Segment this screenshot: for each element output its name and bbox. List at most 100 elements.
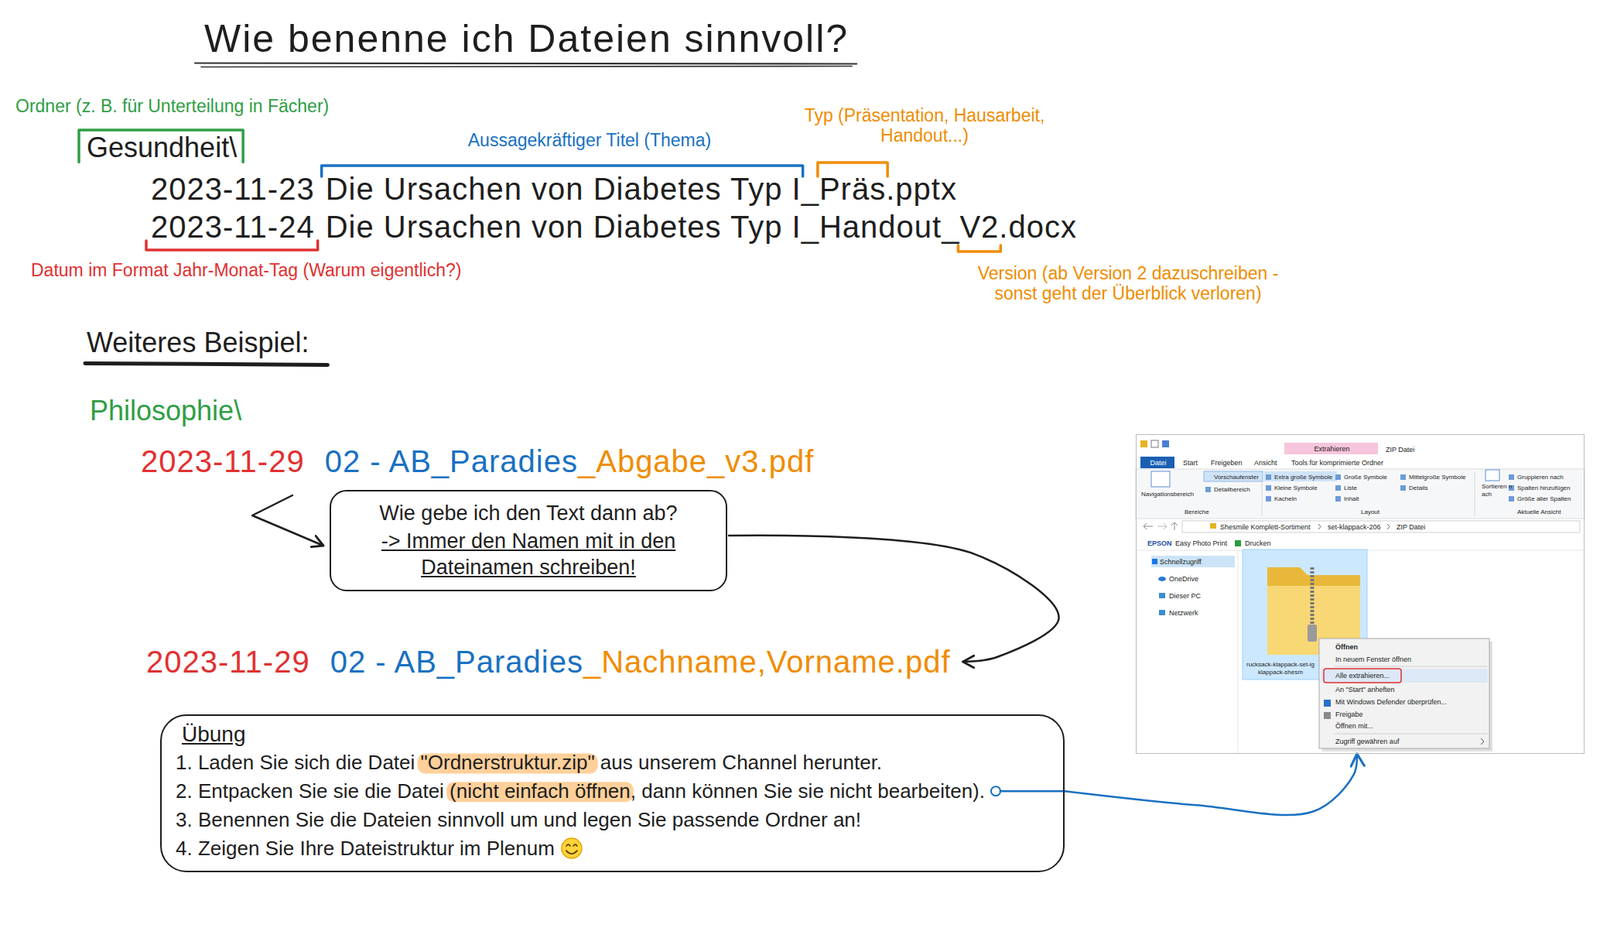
screenshot-text: Freigeben <box>1210 458 1243 468</box>
diagram-title: Wie benenne ich Dateien sinnvoll? <box>204 17 849 62</box>
screenshot-text: Datei <box>1141 458 1176 468</box>
screenshot-text: Extrahieren <box>1285 444 1379 454</box>
screenshot-text: Extra große Symbole <box>1274 473 1333 482</box>
screenshot-text: EPSON <box>1147 539 1173 548</box>
screenshot-text: Tools für komprimierte Ordner <box>1291 458 1384 468</box>
exercise-step: 3. Benennen Sie die Dateien sinnvoll um … <box>175 805 1050 835</box>
screenshot-panel: ExtrahierenZIP DateiDateiStartFreigebenA… <box>1135 434 1585 754</box>
connector-lead <box>1000 789 1065 793</box>
date-note: Datum im Format Jahr-Monat-Tag (Warum ei… <box>30 259 462 281</box>
folder-name: Philosophie\ <box>89 394 242 427</box>
pointer-arrow <box>252 495 324 546</box>
filename-part: 2023-11-23 <box>150 171 315 206</box>
exercise-step: 2. Entpacken Sie sie die Datei (nicht ei… <box>175 776 1050 806</box>
screenshot-text: Zugriff gewähren auf <box>1335 737 1399 746</box>
smiley-mouth <box>566 850 578 854</box>
menu-shadow <box>1322 641 1493 752</box>
filename-row: 2023-11-23Die Ursachen von Diabetes Typ … <box>150 171 958 206</box>
callout-question: Wie gebe ich den Text dann ab? <box>343 500 714 527</box>
screenshot-background <box>1135 434 1585 754</box>
callout-box: Wie gebe ich den Text dann ab?-> Immer d… <box>329 489 728 592</box>
filename-part: 2023-11-29 <box>140 444 305 479</box>
screenshot-text: Drucken <box>1244 539 1272 548</box>
filename-part: .docx <box>998 209 1077 244</box>
filename-part: V2 <box>959 209 999 244</box>
filename-row: 2023-11-29 02 - AB_Paradies_Abgabe_v3.pdf <box>140 444 814 479</box>
screenshot-text: Bereiche <box>1184 508 1210 517</box>
ribbon-highlight <box>1264 471 1337 482</box>
title-note: Aussagekräftiger Titel (Thema) <box>468 129 712 151</box>
screenshot-text: Kacheln <box>1274 495 1297 503</box>
screenshot-text: OneDrive <box>1169 574 1199 584</box>
type-note: Typ (Präsentation, Hausarbeit, Handout..… <box>777 105 1072 147</box>
screenshot-art <box>1135 434 1585 754</box>
screenshot-text: Netzwerk <box>1169 608 1199 618</box>
filename-part: Die Ursachen von Diabetes Typ I <box>325 209 802 244</box>
screenshot-text: An "Start" anheften <box>1335 685 1395 695</box>
screenshot-text: ZIP Datei <box>1396 523 1426 532</box>
heading-underline <box>85 362 328 365</box>
screenshot-text: Kleine Symbole <box>1274 484 1318 493</box>
breadcrumb-chevron <box>1387 523 1390 530</box>
filename-part: _ <box>801 171 820 206</box>
ribbon-icon <box>1335 485 1341 491</box>
file-tab <box>1140 456 1175 469</box>
ribbon <box>1135 468 1585 519</box>
version-note: Version (ab Version 2 dazuschreiben - so… <box>969 263 1287 305</box>
screenshot-text: Layout <box>1360 508 1380 517</box>
toolbar-icon <box>1151 440 1159 448</box>
title-underline <box>201 66 852 68</box>
screenshot-text: set-klappack-206 <box>1327 523 1382 532</box>
screenshot-text: rucksack-klappack-set-igklappack-shesm <box>1244 660 1317 676</box>
divider <box>1237 550 1239 754</box>
exercise-step: 1. Laden Sie sich die Datei "Ordnerstruk… <box>175 748 1050 777</box>
filename-part: _Handout_ <box>801 209 961 244</box>
screenshot-text: Details <box>1408 484 1428 493</box>
screenshot-text: Öffnen <box>1335 642 1358 652</box>
smiley-face <box>561 837 582 859</box>
filename-row: 2023-11-2902 - AB_Paradies_Nachname,Vorn… <box>146 644 951 679</box>
pointer-arrow <box>728 535 1060 662</box>
menu-highlight <box>1320 668 1488 683</box>
screenshot-text: Mit Windows Defender überprüfen... <box>1335 697 1447 707</box>
breadcrumb-chevron <box>1318 523 1321 530</box>
screenshot-text: Freigabe <box>1335 710 1364 719</box>
screenshot-text: Aktuelle Ansicht <box>1517 508 1561 517</box>
ribbon-icon <box>1335 495 1341 502</box>
print-icon <box>1234 540 1242 547</box>
ribbon-icon <box>1265 495 1272 502</box>
screenshot-text: In neuem Fenster öffnen <box>1335 655 1412 664</box>
ribbon-icon <box>1335 474 1341 480</box>
connector-arrow <box>1064 753 1358 815</box>
ribbon-icon <box>1400 474 1406 480</box>
ribbon-separator <box>1261 471 1263 517</box>
ribbon-icon <box>1508 474 1515 480</box>
sidebar-icon <box>1152 558 1158 565</box>
screenshot-text: Inhalt <box>1343 495 1360 503</box>
callout-answer: -> Immer den Namen mit in den Dateinamen… <box>343 528 714 582</box>
address-bar <box>1182 520 1580 533</box>
screenshot-text: Alle extrahieren... <box>1335 671 1390 681</box>
zipper <box>1310 567 1315 628</box>
ribbon-separator <box>1474 471 1476 517</box>
ribbon-icon <box>1265 474 1272 480</box>
screenshot-text: Navigationsbereich <box>1141 490 1194 499</box>
ribbon-icon <box>1485 469 1500 481</box>
screenshot-text: Schnellzugriff <box>1159 557 1202 567</box>
screenshot-text: Ansicht <box>1254 458 1278 468</box>
toolbar-icon <box>1162 440 1170 448</box>
sidebar-icon <box>1158 592 1166 599</box>
folder-mini-icon <box>1210 523 1217 529</box>
screenshot-text: Liste <box>1343 484 1358 493</box>
menu-icon <box>1323 699 1331 707</box>
nav-arrow <box>1157 523 1167 530</box>
filename-part: _Nachname,Vorname.pdf <box>583 644 951 679</box>
screenshot-text: Gruppieren nach <box>1517 473 1564 482</box>
filename-part: 02 - AB_Paradies <box>324 444 578 479</box>
zipper-pull <box>1307 624 1317 642</box>
nav-arrow <box>1143 523 1153 530</box>
filename-part: _Abgabe_v3.pdf <box>577 444 814 479</box>
screenshot-text: Start <box>1182 458 1198 468</box>
screenshot-text: Sortieren nach <box>1481 482 1513 498</box>
zip-folder-icon <box>1267 585 1361 655</box>
